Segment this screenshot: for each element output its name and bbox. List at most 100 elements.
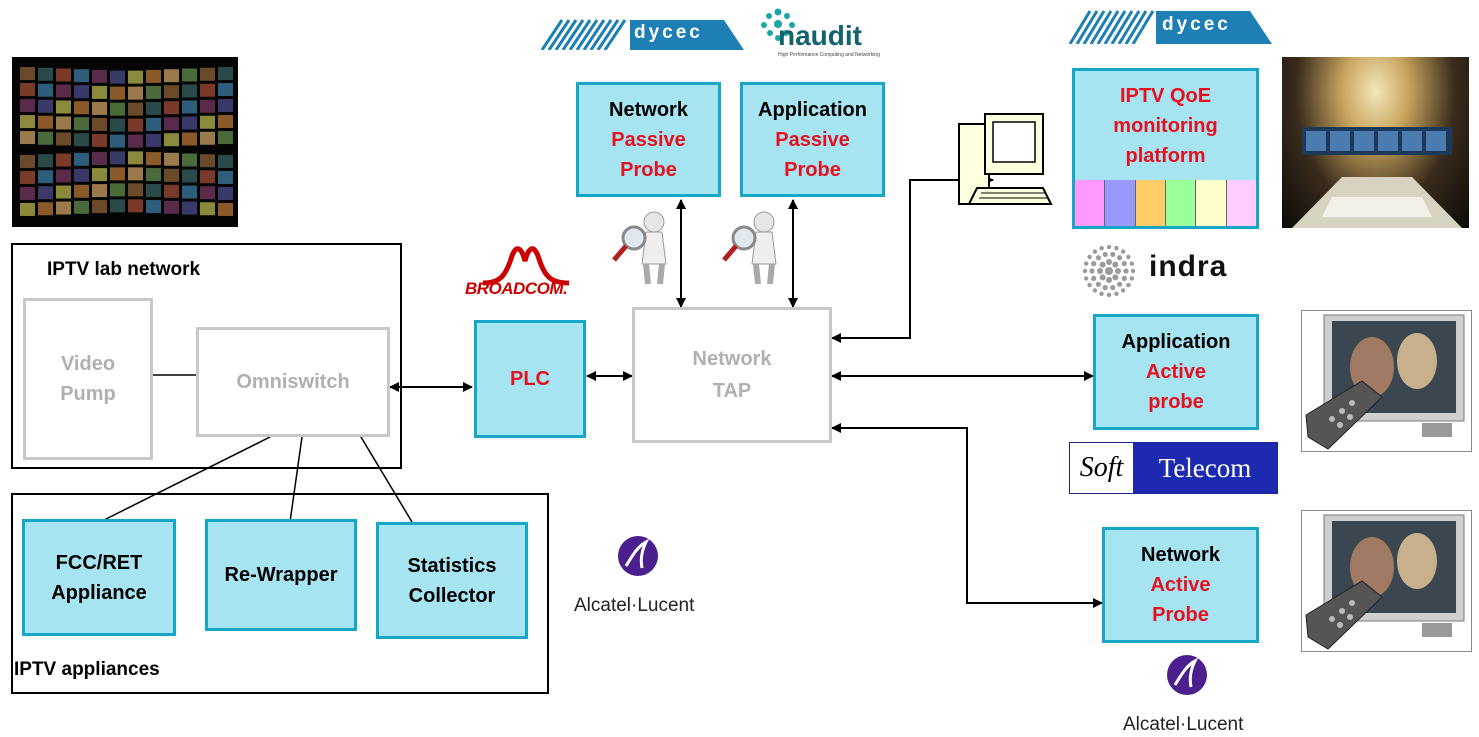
video-wall-tile xyxy=(200,154,215,168)
indra-dot xyxy=(1083,268,1088,274)
video-wall-tile xyxy=(74,133,89,147)
qoe-line1: IPTV QoE xyxy=(1119,85,1212,107)
video-wall-tile xyxy=(110,199,125,213)
video-wall-tile xyxy=(110,151,125,165)
stats-line1: Statistics xyxy=(407,554,497,577)
net-passive-line2: Passive xyxy=(611,128,686,151)
indra-dot xyxy=(1099,261,1106,268)
video-wall-tile xyxy=(56,68,71,82)
plc-box: PLC xyxy=(474,320,586,438)
net-passive-line3: Probe xyxy=(620,158,677,181)
video-wall-tile xyxy=(146,152,161,166)
qoe-bar-segment xyxy=(1165,180,1197,226)
video-wall-tile xyxy=(38,170,53,184)
video-wall-tile xyxy=(182,100,197,114)
video-wall-tile xyxy=(128,86,143,100)
link-omniswitch-fcc xyxy=(99,436,271,523)
network-tap-box: Network TAP xyxy=(632,307,832,443)
video-wall-tile xyxy=(92,117,107,131)
indra-dot xyxy=(1123,268,1129,274)
video-wall-tile xyxy=(218,154,233,168)
indra-dot xyxy=(1092,288,1098,293)
video-wall-tile xyxy=(200,186,215,200)
video-wall-tile xyxy=(182,201,197,215)
net-active-line1: Network xyxy=(1141,544,1220,566)
indra-dot xyxy=(1095,281,1102,287)
video-wall-tile xyxy=(128,118,143,132)
tap-line1: Network xyxy=(692,348,772,370)
video-wall-tile xyxy=(56,169,71,183)
video-wall-tile xyxy=(20,170,35,184)
tap-line2: TAP xyxy=(712,380,752,402)
video-wall-tile xyxy=(20,67,35,81)
indra-dot xyxy=(1121,261,1127,267)
video-wall-tile xyxy=(92,184,107,198)
video-wall-tile xyxy=(92,133,107,147)
video-wall-tile xyxy=(218,170,233,184)
video-wall-tile xyxy=(164,168,179,182)
indra-dot xyxy=(1099,274,1106,281)
dycec-wordmark-top: dycec xyxy=(634,22,703,43)
video-wall-tile xyxy=(110,167,125,181)
video-wall-tile xyxy=(74,184,89,198)
application-passive-probe-box: Application Passive Probe xyxy=(740,82,885,197)
indra-dot xyxy=(1126,254,1131,260)
application-active-probe-box: Application Active probe xyxy=(1093,314,1259,430)
naudit-logo: naudit High Performance Computing and Ne… xyxy=(758,6,883,58)
qoe-bar-segment xyxy=(1196,180,1227,226)
indra-dot xyxy=(1091,275,1097,281)
indra-dot xyxy=(1083,261,1089,266)
video-pump-line2: Pump xyxy=(60,383,116,405)
broadcom-wordmark: BROADCOM. xyxy=(465,279,568,298)
tv-remote-icon xyxy=(1305,314,1465,450)
video-wall-tile xyxy=(200,170,215,184)
video-wall-tile xyxy=(20,83,35,97)
video-wall-tile xyxy=(146,117,161,131)
video-wall-tile xyxy=(128,134,143,148)
video-wall-tile xyxy=(74,69,89,83)
video-wall-tile xyxy=(182,185,197,199)
video-wall-tile xyxy=(164,200,179,214)
indra-dot xyxy=(1099,291,1104,297)
video-wall-tile xyxy=(182,84,197,98)
fcc-line2: Appliance xyxy=(51,581,147,604)
qoe-bar-segment xyxy=(1135,180,1166,226)
indra-dot xyxy=(1106,292,1112,297)
video-wall-tile xyxy=(200,67,215,81)
dycec-logo-top: dycec xyxy=(538,18,744,50)
video-wall-tile xyxy=(164,101,179,115)
qoe-bar-segment xyxy=(1075,180,1106,226)
video-wall-tile xyxy=(164,117,179,131)
indra-dot xyxy=(1097,268,1103,274)
video-wall-tile xyxy=(56,84,71,98)
indra-dot xyxy=(1116,255,1123,261)
naudit-wordmark: naudit xyxy=(778,20,862,51)
link-tap-net-active xyxy=(831,423,1103,608)
net-active-line3: Probe xyxy=(1152,604,1209,626)
qoe-bar-segment xyxy=(1226,180,1256,226)
video-wall-tile xyxy=(146,69,161,83)
video-wall-tile xyxy=(20,99,35,113)
video-wall-tile xyxy=(218,83,233,97)
video-wall-tile xyxy=(92,168,107,182)
video-wall-tile xyxy=(92,85,107,99)
indra-dot xyxy=(1087,282,1092,288)
fcc-ret-appliance-box: FCC/RET Appliance xyxy=(22,519,176,636)
computer-icon xyxy=(958,113,1053,205)
video-wall-tile xyxy=(218,67,233,81)
fcc-line1: FCC/RET xyxy=(55,551,143,574)
indra-dot xyxy=(1112,274,1119,281)
indra-logo-icon xyxy=(1083,245,1135,297)
tv-remote-icon-2 xyxy=(1305,514,1465,650)
video-wall-tile xyxy=(20,154,35,168)
video-wall-tile xyxy=(218,202,233,216)
lab-network-title: IPTV lab network xyxy=(47,259,201,280)
plc-label: PLC xyxy=(510,368,550,390)
video-wall-tile xyxy=(38,67,53,81)
indra-dot xyxy=(1116,281,1123,287)
indra-dot xyxy=(1120,249,1126,254)
indra-dot xyxy=(1106,259,1112,265)
indra-dot xyxy=(1121,275,1127,281)
appliances-title: IPTV appliances xyxy=(14,659,160,680)
indra-dot xyxy=(1106,245,1112,250)
